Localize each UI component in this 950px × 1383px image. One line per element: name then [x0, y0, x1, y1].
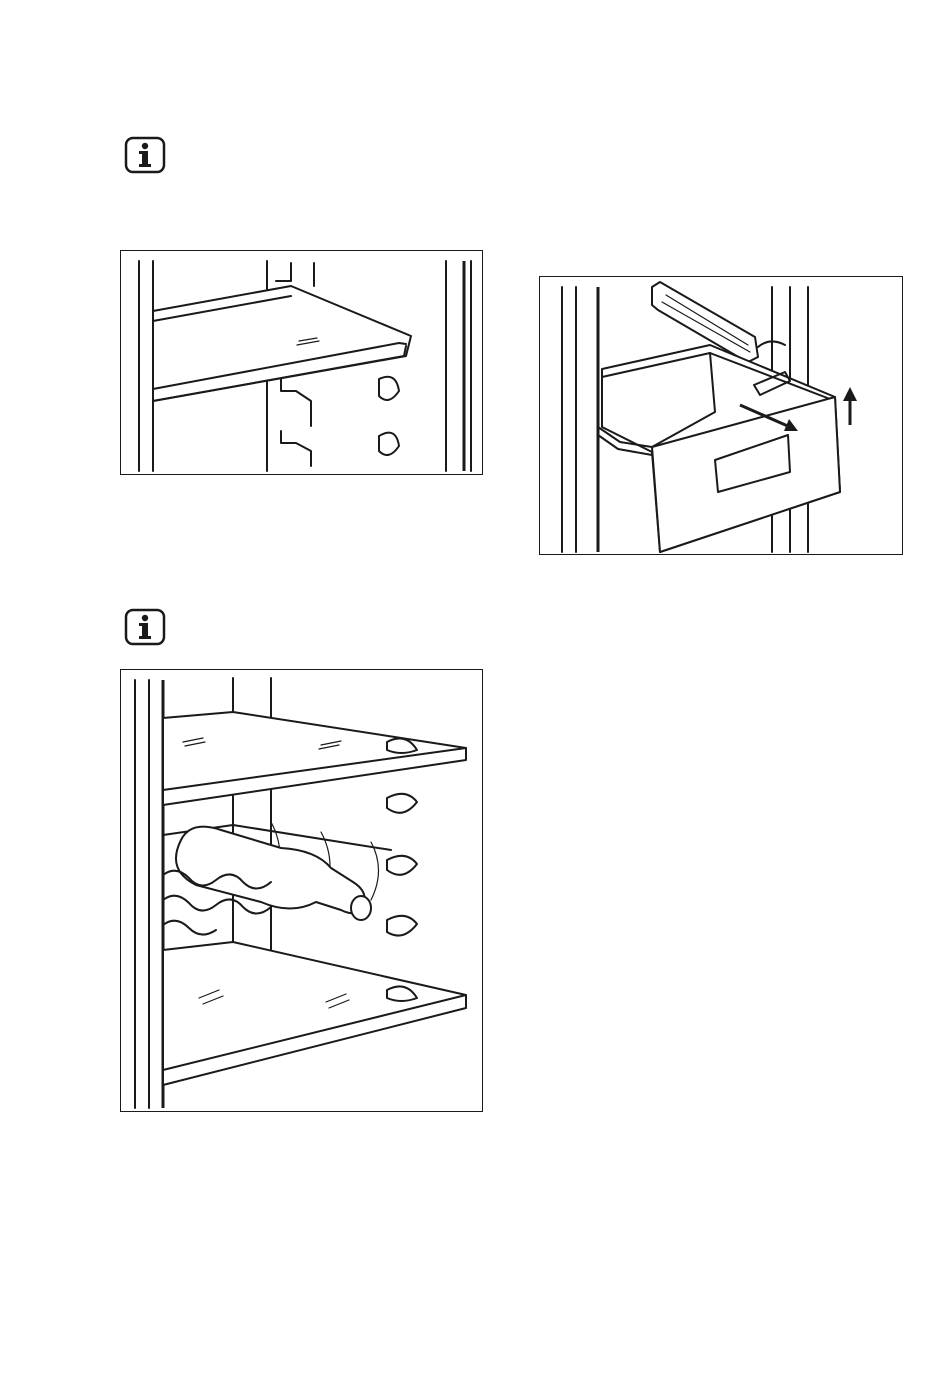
info-icon — [124, 136, 166, 174]
freezer-drawer-figure — [539, 276, 903, 555]
bottle-rack-illustration — [121, 670, 483, 1112]
freezer-drawer-illustration — [540, 277, 903, 555]
glass-shelf-illustration — [121, 251, 483, 475]
bottle-rack-figure — [120, 669, 483, 1112]
glass-shelf-figure — [120, 250, 483, 475]
info-icon — [124, 608, 166, 646]
